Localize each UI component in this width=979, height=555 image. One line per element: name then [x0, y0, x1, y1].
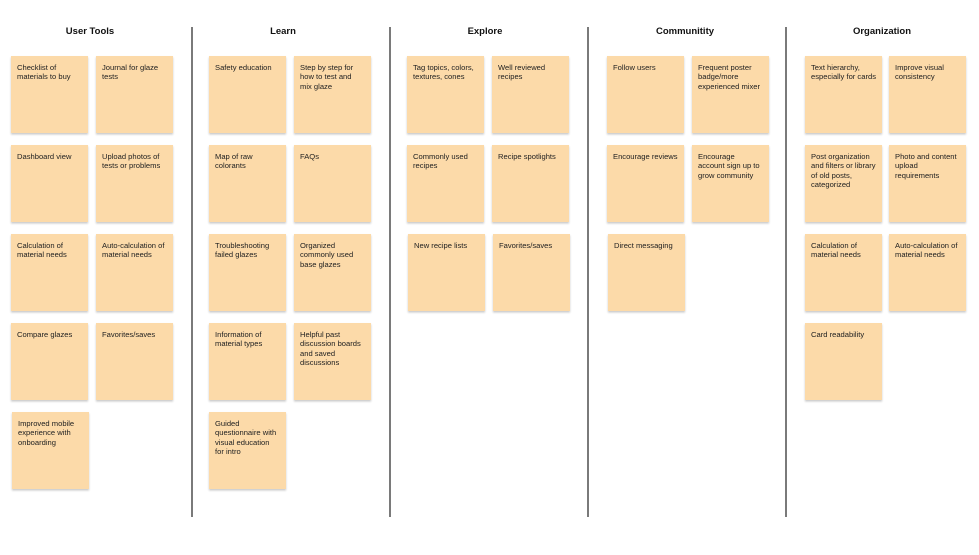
sticky-note[interactable]: Organized commonly used base glazes [294, 234, 371, 311]
sticky-note[interactable]: Improved mobile experience with onboardi… [12, 412, 89, 489]
column-divider [389, 27, 391, 517]
column-organization: Organization Text hierarchy, especially … [787, 0, 979, 555]
sticky-note[interactable]: Helpful past discussion boards and saved… [294, 323, 371, 400]
sticky-note[interactable]: Commonly used recipes [407, 145, 484, 222]
sticky-note[interactable]: Safety education [209, 56, 286, 133]
sticky-note[interactable]: Calculation of material needs [11, 234, 88, 311]
sticky-note[interactable]: Frequent poster badge/more experienced m… [692, 56, 769, 133]
sticky-note[interactable]: Post organization and filters or library… [805, 145, 882, 222]
column-title: User Tools [65, 26, 115, 37]
sticky-note[interactable]: Recipe spotlights [492, 145, 569, 222]
column-title: Learn [270, 26, 296, 37]
sticky-note[interactable]: Step by step for how to test and mix gla… [294, 56, 371, 133]
column-community: Communitity Follow users Frequent poster… [589, 0, 787, 555]
sticky-note[interactable]: Auto-calculation of material needs [889, 234, 966, 311]
sticky-note[interactable]: Favorites/saves [96, 323, 173, 400]
sticky-note[interactable]: Auto-calculation of material needs [96, 234, 173, 311]
column-title: Organization [852, 26, 912, 37]
sticky-note[interactable]: Dashboard view [11, 145, 88, 222]
sticky-note[interactable]: Encourage account sign up to grow commun… [692, 145, 769, 222]
sticky-note[interactable]: New recipe lists [408, 234, 485, 311]
sticky-note[interactable]: Favorites/saves [493, 234, 570, 311]
column-user-tools: User Tools Checklist of materials to buy… [0, 0, 198, 555]
column-divider [587, 27, 589, 517]
sticky-note[interactable]: Tag topics, colors, textures, cones [407, 56, 484, 133]
sticky-note[interactable]: Journal for glaze tests [96, 56, 173, 133]
sticky-note[interactable]: Upload photos of tests or problems [96, 145, 173, 222]
sticky-note[interactable]: Map of raw colorants [209, 145, 286, 222]
sticky-note[interactable]: Direct messaging [608, 234, 685, 311]
sticky-note[interactable]: Compare glazes [11, 323, 88, 400]
column-explore: Explore Tag topics, colors, textures, co… [391, 0, 589, 555]
column-divider [785, 27, 787, 517]
sticky-note[interactable]: Encourage reviews [607, 145, 684, 222]
sticky-note[interactable]: Guided questionnaire with visual educati… [209, 412, 286, 489]
sticky-note[interactable]: Photo and content upload requirements [889, 145, 966, 222]
column-title: Explore [467, 26, 503, 37]
sticky-note[interactable]: Card readability [805, 323, 882, 400]
column-title: Communitity [655, 26, 715, 37]
sticky-note[interactable]: Checklist of materials to buy [11, 56, 88, 133]
sticky-note[interactable]: Text hierarchy, especially for cards [805, 56, 882, 133]
sticky-note[interactable]: Calculation of material needs [805, 234, 882, 311]
sticky-note[interactable]: Troubleshooting failed glazes [209, 234, 286, 311]
sticky-note[interactable]: Follow users [607, 56, 684, 133]
sticky-note[interactable]: Improve visual consistency [889, 56, 966, 133]
column-divider [191, 27, 193, 517]
sticky-note[interactable]: Information of material types [209, 323, 286, 400]
sticky-note[interactable]: FAQs [294, 145, 371, 222]
sticky-note[interactable]: Well reviewed recipes [492, 56, 569, 133]
column-learn: Learn Safety education Step by step for … [193, 0, 391, 555]
